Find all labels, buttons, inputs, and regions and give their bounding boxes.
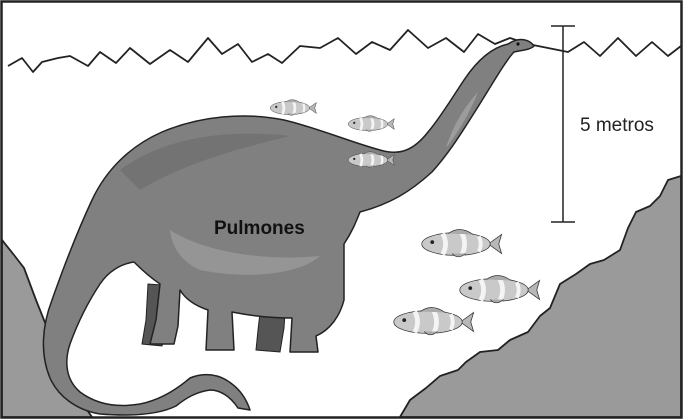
depth-label: 5 metros xyxy=(580,115,654,136)
lungs-label: Pulmones xyxy=(214,218,305,239)
